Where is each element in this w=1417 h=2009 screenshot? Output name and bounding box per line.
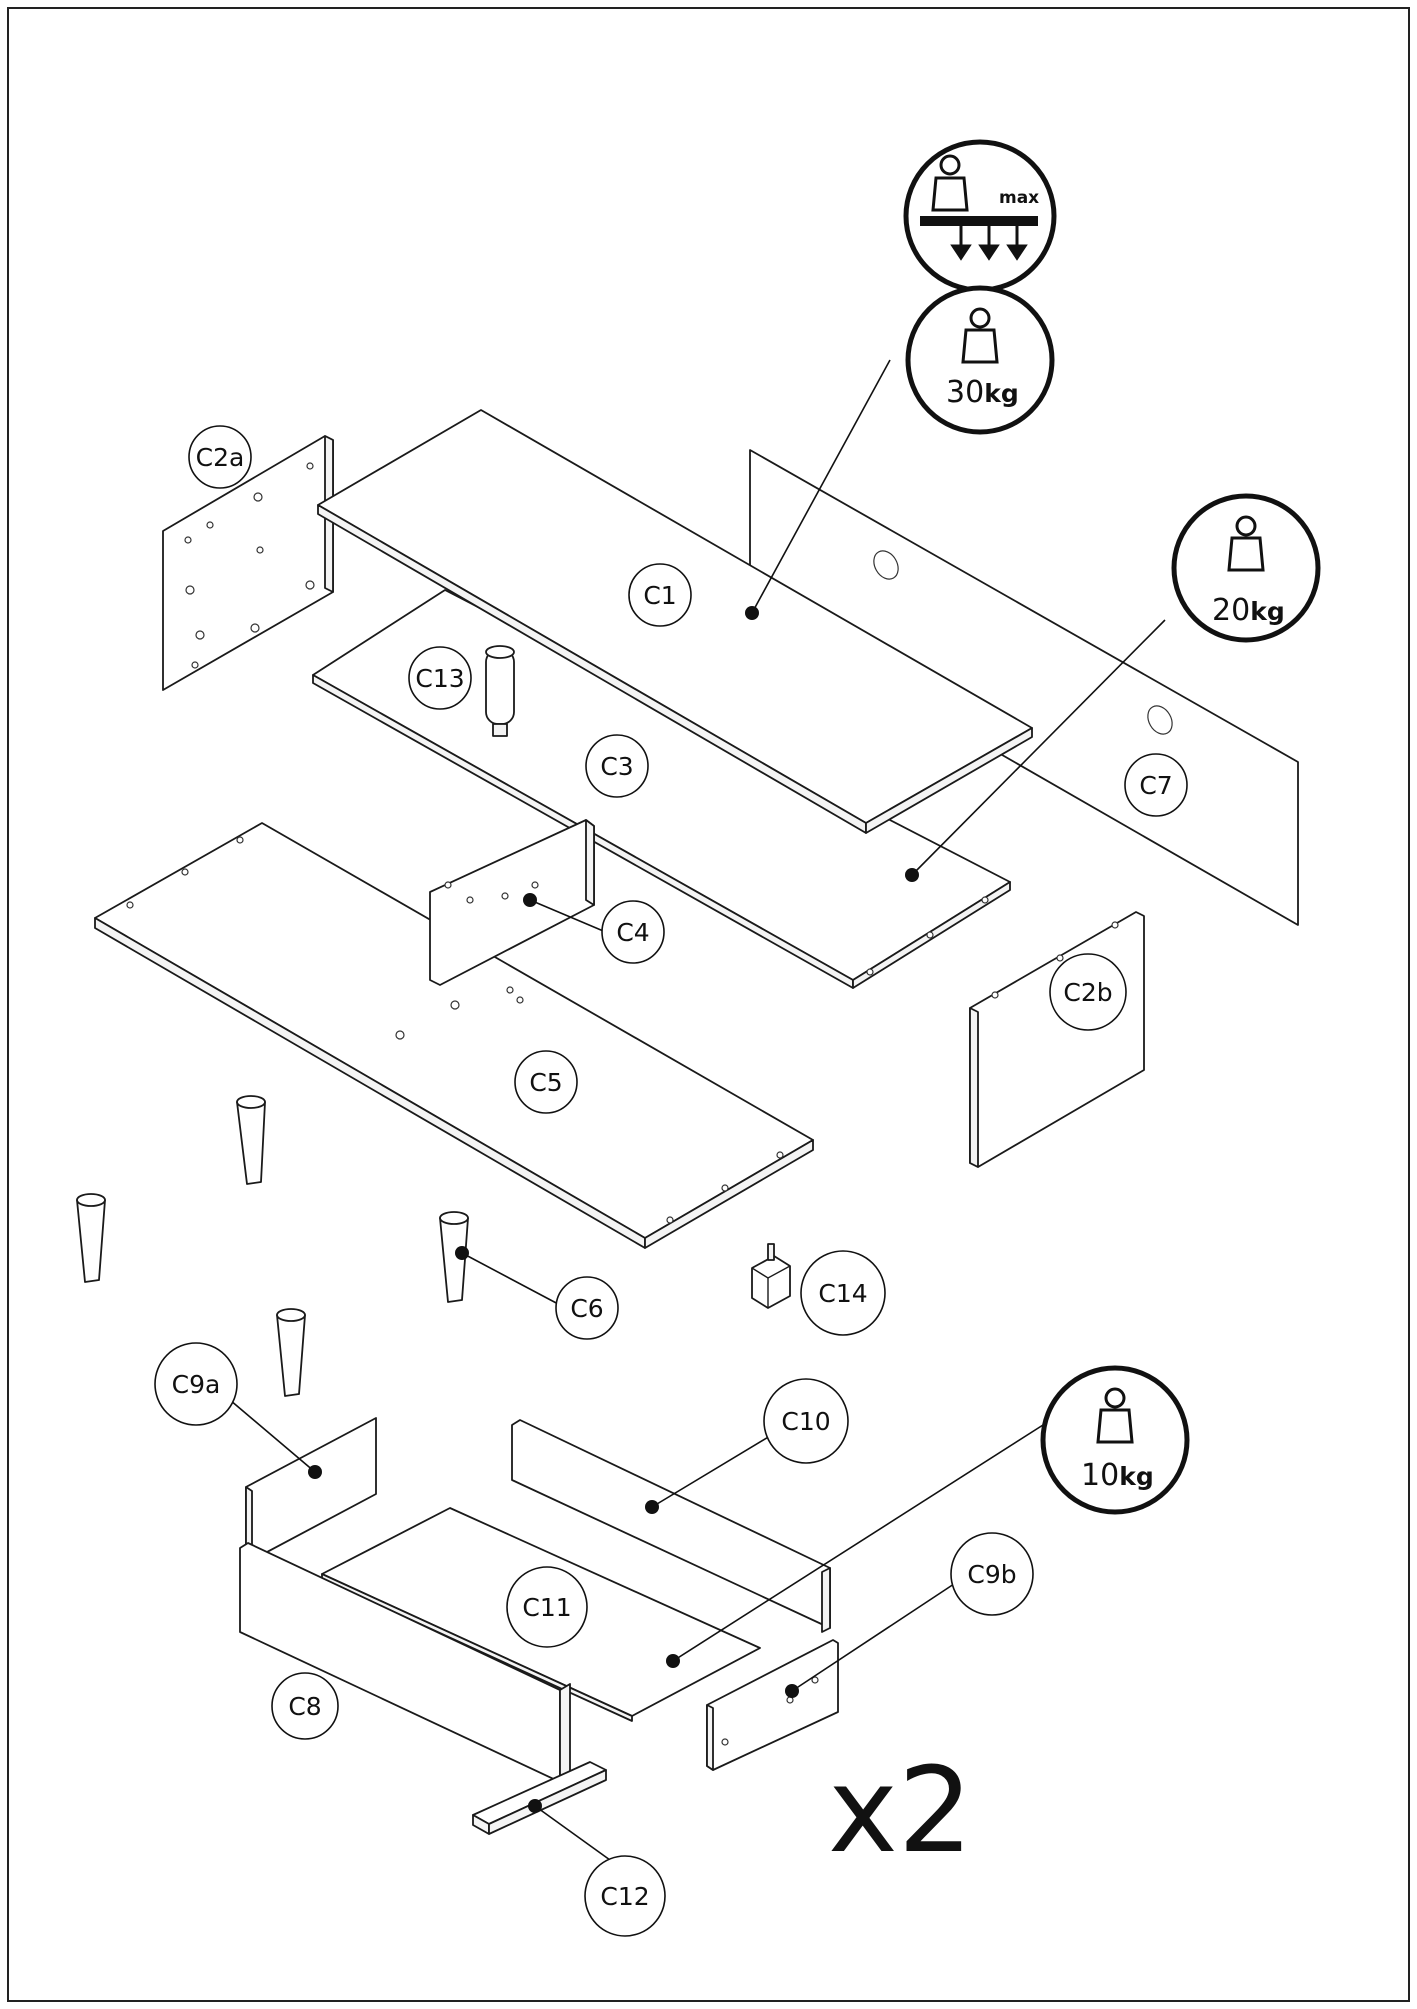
callout-c9b: C9b xyxy=(950,1532,1034,1616)
callout-c11: C11 xyxy=(506,1566,588,1648)
part-leg-4 xyxy=(276,1308,306,1397)
svg-text:C6: C6 xyxy=(570,1294,603,1323)
page-border xyxy=(7,7,1410,2002)
svg-text:C12: C12 xyxy=(600,1882,649,1911)
svg-text:max: max xyxy=(999,188,1039,208)
weight-icon xyxy=(961,307,999,364)
svg-text:10kg: 10kg xyxy=(1081,1458,1154,1493)
callout-c13: C13 xyxy=(408,646,472,710)
weight-badge-top: 30kg xyxy=(905,285,1055,435)
part-c14-foot xyxy=(751,1243,791,1309)
part-c13-dowel xyxy=(485,645,515,737)
weight-icon xyxy=(1096,1387,1134,1444)
callout-c10: C10 xyxy=(763,1378,849,1464)
svg-text:C13: C13 xyxy=(415,664,464,693)
svg-text:20kg: 20kg xyxy=(1212,593,1285,628)
callout-c9a: C9a xyxy=(154,1342,238,1426)
callout-c1: C1 xyxy=(628,563,692,627)
callout-c7: C7 xyxy=(1124,753,1188,817)
svg-text:C8: C8 xyxy=(288,1692,321,1721)
svg-text:C1: C1 xyxy=(643,581,676,610)
part-c5-bottom xyxy=(94,822,814,1249)
part-c2a-side-panel xyxy=(162,435,334,691)
part-c9a-drawer-side xyxy=(245,1417,377,1561)
callout-c5: C5 xyxy=(514,1050,578,1114)
svg-text:C2b: C2b xyxy=(1063,978,1112,1007)
svg-text:C3: C3 xyxy=(600,752,633,781)
svg-text:C9b: C9b xyxy=(967,1560,1016,1589)
drawer-quantity-label: x2 xyxy=(828,1741,973,1879)
callout-c14: C14 xyxy=(800,1250,886,1336)
part-c9b-drawer-side xyxy=(706,1639,839,1771)
callout-c8: C8 xyxy=(271,1672,339,1740)
svg-text:C7: C7 xyxy=(1139,771,1172,800)
svg-text:C2a: C2a xyxy=(196,443,245,472)
max-load-icon: max xyxy=(903,139,1057,293)
part-leg-2 xyxy=(76,1193,106,1283)
svg-text:C11: C11 xyxy=(522,1593,571,1622)
part-c2b-side-panel xyxy=(969,911,1145,1168)
callout-c2b: C2b xyxy=(1049,953,1127,1031)
weight-badge-shelf: 20kg xyxy=(1171,493,1321,643)
svg-text:C10: C10 xyxy=(781,1407,830,1436)
callout-c4: C4 xyxy=(601,900,665,964)
part-leg-1 xyxy=(236,1095,266,1185)
part-c4-divider xyxy=(429,819,595,986)
svg-text:30kg: 30kg xyxy=(946,375,1019,410)
part-c12-runner xyxy=(472,1761,607,1835)
part-c10-drawer-back xyxy=(511,1419,831,1633)
callout-c6: C6 xyxy=(555,1276,619,1340)
part-c6-leg xyxy=(439,1211,469,1303)
callout-c12: C12 xyxy=(584,1855,666,1937)
part-c8-drawer-front xyxy=(239,1542,571,1783)
weight-icon xyxy=(1227,515,1265,572)
svg-text:C14: C14 xyxy=(818,1279,867,1308)
callout-c2a: C2a xyxy=(188,425,252,489)
svg-text:C4: C4 xyxy=(616,918,649,947)
svg-text:C9a: C9a xyxy=(172,1370,221,1399)
svg-text:C5: C5 xyxy=(529,1068,562,1097)
weight-badge-drawer: 10kg xyxy=(1040,1365,1190,1515)
callout-c3: C3 xyxy=(585,734,649,798)
